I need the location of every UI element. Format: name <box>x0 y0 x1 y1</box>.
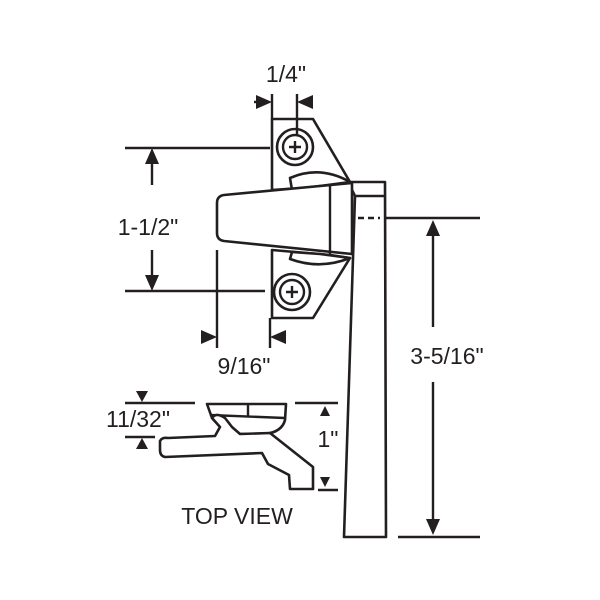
dim-screw-spacing-label: 1-1/2" <box>118 214 179 240</box>
dim-quarter-label: 1/4" <box>266 61 306 87</box>
screw-bottom <box>272 272 312 312</box>
top-view <box>158 402 315 491</box>
dim-screw-spacing <box>125 146 270 293</box>
dim-top-thickness <box>125 391 195 449</box>
screw-top <box>275 127 315 167</box>
dim-lever-offset <box>201 250 286 348</box>
dim-handle-length-label: 3-5/16" <box>410 343 483 369</box>
top-view-label: TOP VIEW <box>181 503 293 529</box>
dim-top-depth <box>295 401 338 492</box>
dim-quarter <box>254 94 313 135</box>
lever <box>215 171 354 266</box>
dim-top-thickness-label: 11/32" <box>106 406 170 432</box>
dim-lever-offset-label: 9/16" <box>218 353 271 379</box>
dim-top-depth-label: 1" <box>318 426 339 452</box>
dim-handle-length <box>384 216 480 539</box>
